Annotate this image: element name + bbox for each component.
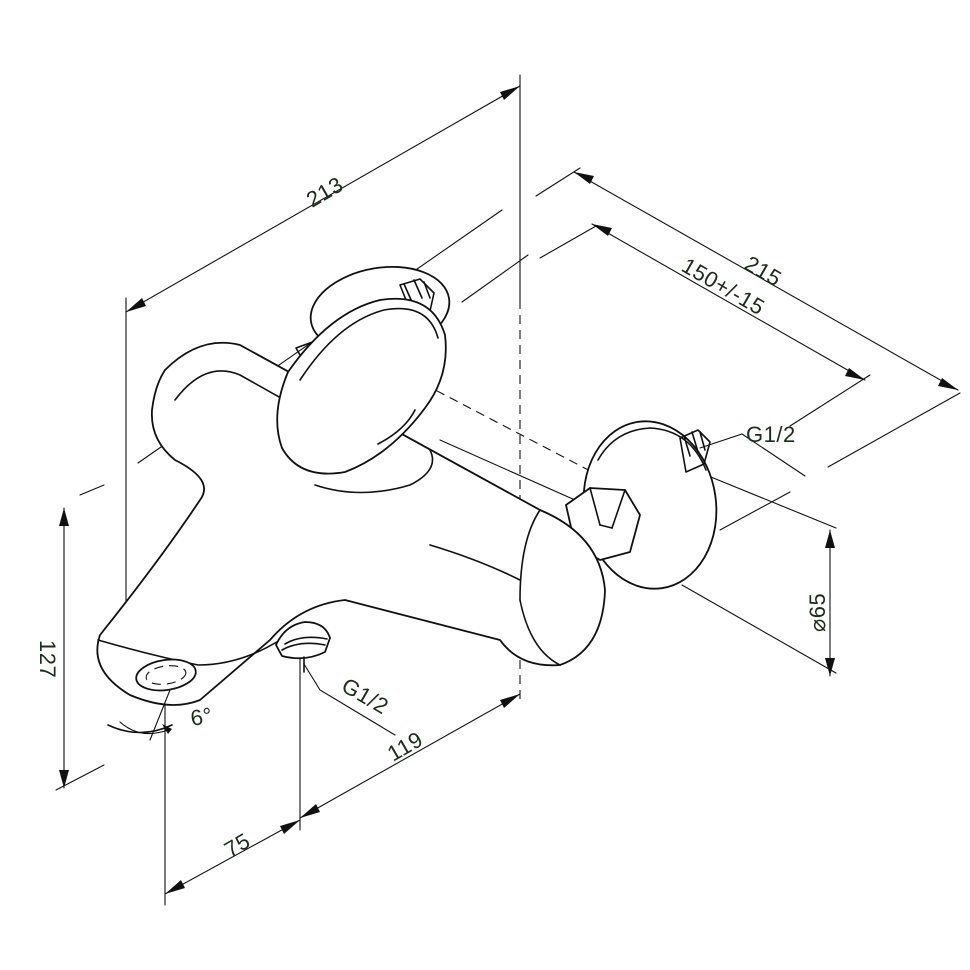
dimension-lines xyxy=(59,85,959,895)
label-g12-inlet: G1/2 xyxy=(746,422,796,447)
label-g12-outlet: G1/2 xyxy=(338,673,394,720)
dim-line-150 xyxy=(591,223,866,381)
shower-outlet-thread xyxy=(275,621,331,660)
label-6deg: 6° xyxy=(189,702,215,730)
dim-arc-6deg xyxy=(119,721,169,735)
label-213: 213 xyxy=(302,172,348,213)
wall-connector xyxy=(565,420,718,590)
leader-inlet xyxy=(699,433,806,477)
dim-line-213 xyxy=(125,85,521,313)
lever-handle xyxy=(276,297,447,475)
dim-line-215 xyxy=(573,171,959,391)
leader-outlet xyxy=(303,663,396,736)
label-75: 75 xyxy=(220,828,255,862)
aerator xyxy=(135,658,197,692)
label-127: 127 xyxy=(35,640,60,678)
spout-outlet xyxy=(107,621,331,734)
dim-line-75 xyxy=(164,819,301,895)
extension-lines xyxy=(55,74,961,906)
dim-line-119 xyxy=(299,693,521,819)
label-d65: ⌀65 xyxy=(805,593,830,632)
